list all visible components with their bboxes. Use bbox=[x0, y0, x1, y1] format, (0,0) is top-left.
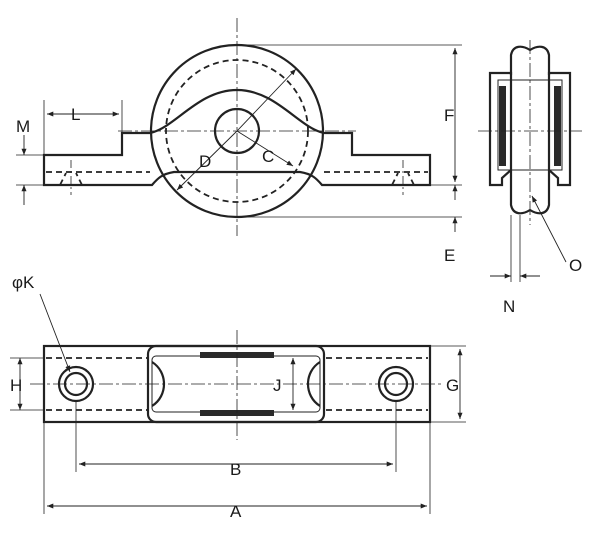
dimension-labels: L M C D F E O N φK H J G B A bbox=[10, 105, 582, 521]
label-D: D bbox=[199, 152, 211, 171]
label-H: H bbox=[10, 376, 22, 395]
label-A: A bbox=[230, 502, 242, 521]
top-view bbox=[10, 293, 466, 514]
label-B: B bbox=[230, 460, 241, 479]
label-J: J bbox=[273, 376, 282, 395]
label-F: F bbox=[444, 106, 454, 125]
label-E: E bbox=[444, 246, 455, 265]
label-L: L bbox=[71, 105, 80, 124]
label-K: φK bbox=[12, 273, 35, 292]
label-G: G bbox=[446, 376, 459, 395]
label-M: M bbox=[16, 117, 30, 136]
label-N: N bbox=[503, 297, 515, 316]
label-C: C bbox=[262, 147, 274, 166]
label-O: O bbox=[569, 256, 582, 275]
front-view bbox=[16, 18, 462, 236]
bracket-outline bbox=[42, 88, 432, 187]
side-view bbox=[478, 40, 582, 282]
